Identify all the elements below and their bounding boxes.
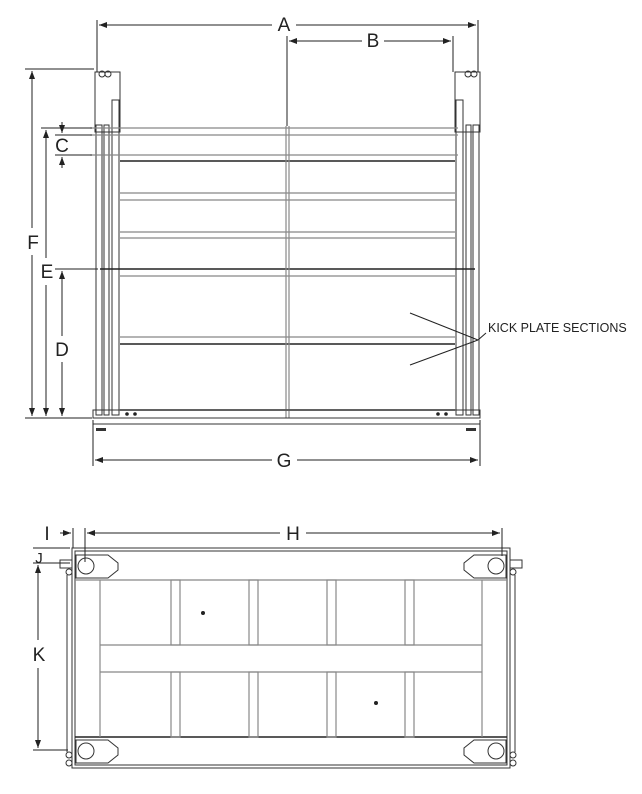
front-view: A B F E C — [25, 15, 627, 472]
dimension-j: J — [33, 547, 70, 567]
dimension-c: C — [55, 122, 92, 168]
dimension-label-b: B — [367, 31, 380, 52]
dimension-d: D — [55, 268, 98, 416]
gate-rails — [90, 126, 475, 418]
dimension-label-g: G — [277, 451, 292, 472]
dimension-label-h: H — [286, 524, 300, 545]
dimension-f: F — [25, 68, 94, 419]
dimension-label-d: D — [55, 340, 69, 361]
dimension-label-c: C — [55, 136, 69, 157]
dimension-label-f: F — [27, 233, 39, 254]
dimension-e: E — [41, 127, 92, 416]
dimension-label-a: A — [278, 15, 291, 36]
left-upright — [94, 70, 121, 416]
right-upright — [454, 70, 481, 416]
dimension-b: B — [286, 31, 454, 126]
kick-plate-label: KICK PLATE SECTIONS — [488, 321, 627, 335]
dimension-label-k: K — [33, 645, 46, 666]
dimension-a: A — [96, 15, 479, 72]
corner-bracket — [59, 554, 523, 767]
dimension-k: K — [33, 565, 68, 751]
dimension-g: G — [92, 420, 481, 472]
dimension-label-i: I — [44, 524, 49, 545]
kick-plate-callout: KICK PLATE SECTIONS — [409, 312, 627, 366]
dimension-i: I — [44, 524, 74, 548]
dimension-label-e: E — [41, 262, 54, 283]
cross-members — [170, 579, 415, 738]
base-frame — [92, 409, 481, 431]
top-view: H I J K — [33, 524, 523, 769]
dimension-label-j: J — [35, 550, 43, 567]
dimension-h: H — [84, 524, 503, 562]
